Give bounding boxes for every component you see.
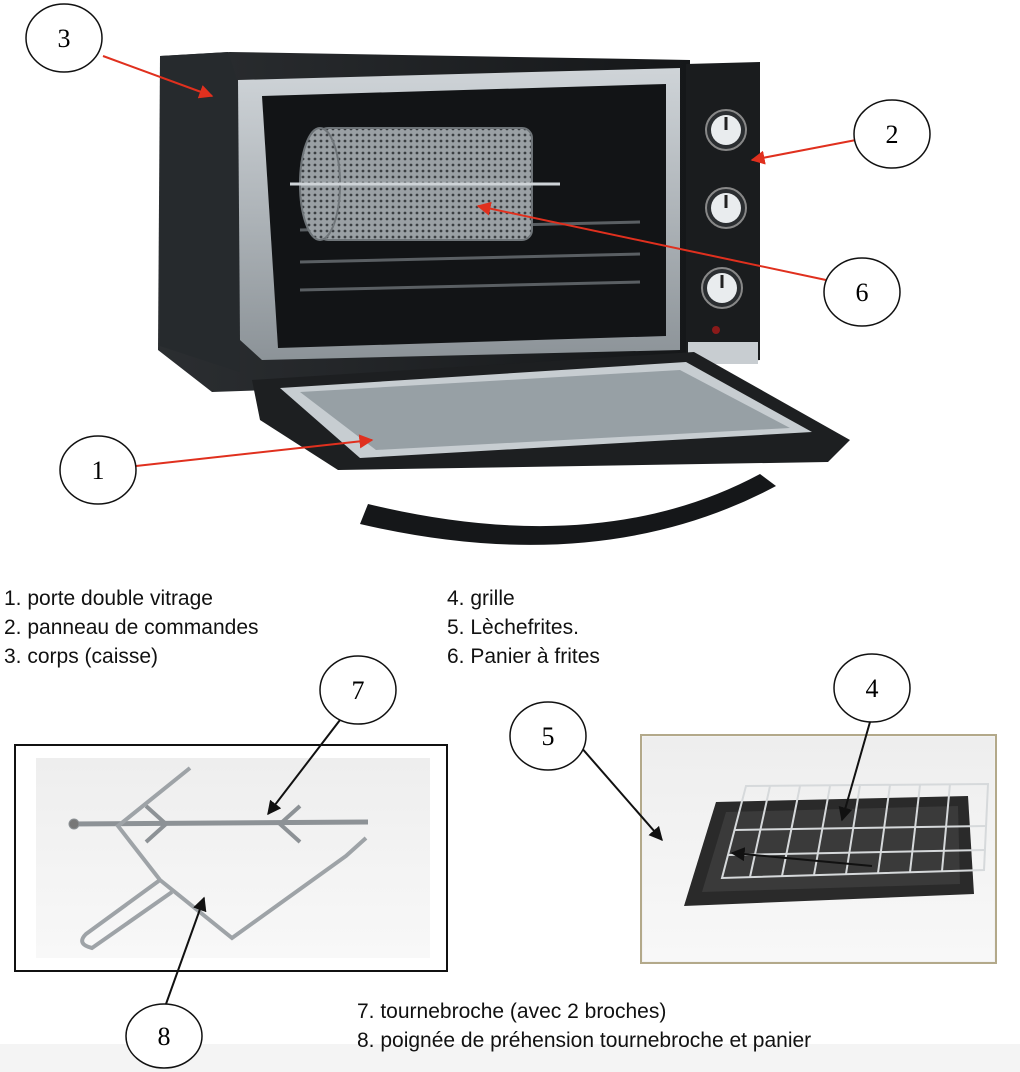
callout-arrow-1 [135, 434, 374, 467]
legend-item-4: 4. grille [447, 587, 515, 610]
control-knob-icon [701, 267, 743, 309]
legend-item-3: 3. corps (caisse) [4, 645, 159, 668]
rotisserie-basket-icon [290, 127, 560, 241]
legend-left: 1. porte double vitrage 2. panneau de co… [4, 584, 259, 671]
control-knob-icon [705, 187, 747, 229]
svg-text:8: 8 [158, 1022, 171, 1051]
callout-3: 3 [25, 3, 103, 73]
callout-7: 7 [319, 655, 397, 725]
legend-item-2: 2. panneau de commandes [4, 616, 259, 639]
callout-arrow-7 [267, 719, 341, 816]
callout-4: 4 [833, 653, 911, 723]
callout-6: 6 [823, 257, 901, 327]
callout-arrow-4b [730, 847, 873, 867]
handle-icon [360, 474, 776, 545]
svg-text:4: 4 [866, 674, 879, 703]
oven-side-panel [160, 52, 240, 372]
svg-text:2: 2 [886, 120, 899, 149]
callout-1: 1 [59, 435, 137, 505]
power-led-icon [712, 326, 720, 334]
callout-5: 5 [509, 701, 587, 771]
svg-text:6: 6 [856, 278, 869, 307]
legend-item-5: 5. Lèchefrites. [447, 616, 579, 639]
legend-item-7: 7. tournebroche (avec 2 broches) [357, 1000, 667, 1023]
callout-8: 8 [125, 1003, 203, 1069]
callout-arrow-4 [838, 721, 871, 822]
callout-arrow-8 [165, 896, 207, 1005]
svg-text:3: 3 [58, 24, 71, 53]
callout-arrow-3 [102, 55, 214, 99]
svg-text:5: 5 [542, 722, 555, 751]
callout-arrow-2 [750, 139, 857, 165]
wire-rack-icon [720, 782, 990, 880]
legend-right: 4. grille 5. Lèchefrites. 6. Panier à fr… [447, 584, 600, 671]
svg-text:7: 7 [352, 676, 365, 705]
legend-item-8: 8. poignée de préhension tournebroche et… [357, 1029, 812, 1052]
legend-item-1: 1. porte double vitrage [4, 587, 213, 610]
oven-illustration [158, 52, 850, 545]
callout-arrow-6 [476, 201, 827, 281]
oven-door-glass [300, 370, 790, 450]
control-knob-icon [705, 109, 747, 151]
svg-text:1: 1 [92, 456, 105, 485]
legend-bottom: 7. tournebroche (avec 2 broches) 8. poig… [357, 997, 811, 1055]
legend-item-6: 6. Panier à frites [447, 645, 600, 668]
callout-2: 2 [853, 99, 931, 169]
